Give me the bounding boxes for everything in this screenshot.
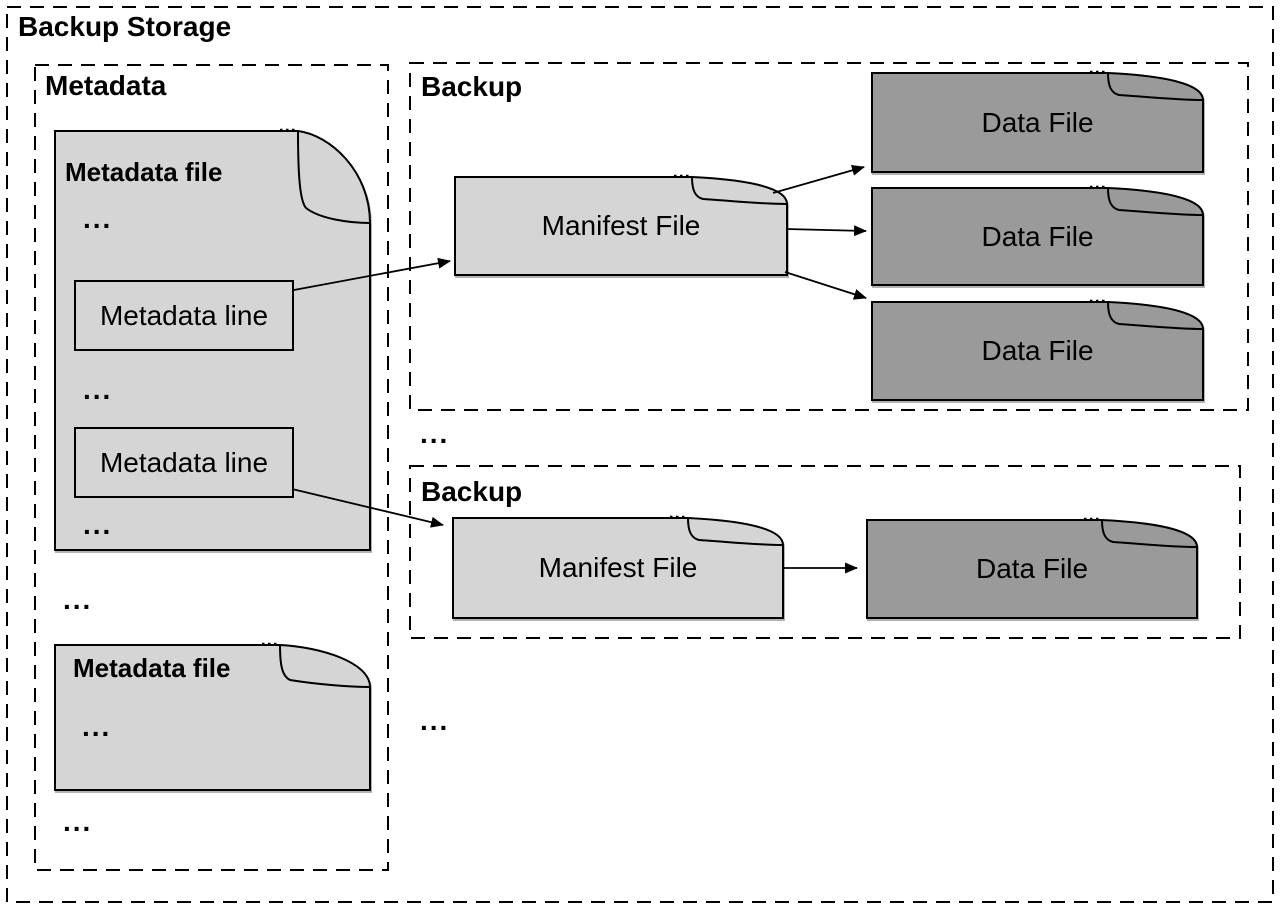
folded-corner-icon (279, 644, 371, 688)
data-file-1-shape (871, 70, 1204, 173)
metadata-line-2-box (74, 427, 294, 498)
folded-corner-icon (1107, 301, 1204, 330)
backup-2-label: Backup (421, 476, 523, 507)
ellipsis: ... (63, 584, 93, 615)
metadata-file-1-title: Metadata file (65, 157, 223, 187)
ellipsis: ... (83, 509, 113, 540)
metadata-line-1-label: Metadata line (99, 299, 269, 331)
arrow-manifest1-to-datafile1 (772, 165, 865, 194)
arrow-manifest1-to-datafile2 (785, 225, 867, 237)
backup-1-border (409, 62, 1249, 411)
data-file-3-shape (871, 299, 1204, 401)
metadata-section-border (34, 64, 389, 871)
manifest-file-1-shape (454, 174, 788, 276)
document-shape (866, 519, 1198, 619)
document-shape (452, 517, 784, 619)
arrow-metadata-line1-to-manifest1 (293, 257, 451, 291)
folded-corner-icon (1107, 187, 1204, 216)
backup-1-label: Backup (421, 71, 523, 102)
folded-corner-icon (1101, 519, 1198, 548)
arrow-manifest1-to-datafile3 (784, 271, 867, 300)
folded-corner-icon (691, 176, 788, 205)
document-shape (871, 301, 1204, 401)
metadata-line-2-label: Metadata line (99, 446, 269, 478)
folded-corner-icon (687, 517, 784, 546)
data-file-4-label: Data File (975, 553, 1089, 584)
arrow-metadata-line2-to-manifest2 (291, 488, 444, 528)
data-file-1-label: Data File (981, 106, 1094, 138)
backup-storage-border (6, 6, 1274, 903)
manifest-file-2-shape (452, 515, 784, 619)
data-file-2-shape (871, 185, 1204, 286)
backup-storage-label: Backup Storage (18, 11, 232, 42)
metadata-file-2-shape (54, 642, 371, 791)
folded-corner-icon (1107, 72, 1204, 101)
backup-2-border (409, 465, 1241, 639)
document-shape (871, 72, 1204, 173)
document-shape (871, 187, 1204, 286)
data-file-4-shape (866, 517, 1198, 619)
manifest-file-2-label: Manifest File (538, 552, 698, 583)
metadata-line-1-box (74, 280, 294, 351)
ellipsis: ... (82, 711, 112, 742)
document-shape (54, 644, 371, 791)
document-shape (454, 176, 788, 276)
ellipsis: ... (83, 203, 113, 234)
metadata-file-2-title: Metadata file (73, 653, 231, 683)
ellipsis: ... (83, 374, 113, 405)
manifest-file-1-label: Manifest File (541, 210, 701, 241)
folded-corner-icon (297, 130, 371, 224)
ellipsis: ... (63, 806, 93, 837)
data-file-3-label: Data File (981, 335, 1094, 366)
ellipsis: ... (420, 705, 450, 736)
ellipsis: ... (420, 418, 450, 449)
metadata-section-label: Metadata (45, 70, 167, 101)
data-file-2-label: Data File (981, 220, 1094, 252)
